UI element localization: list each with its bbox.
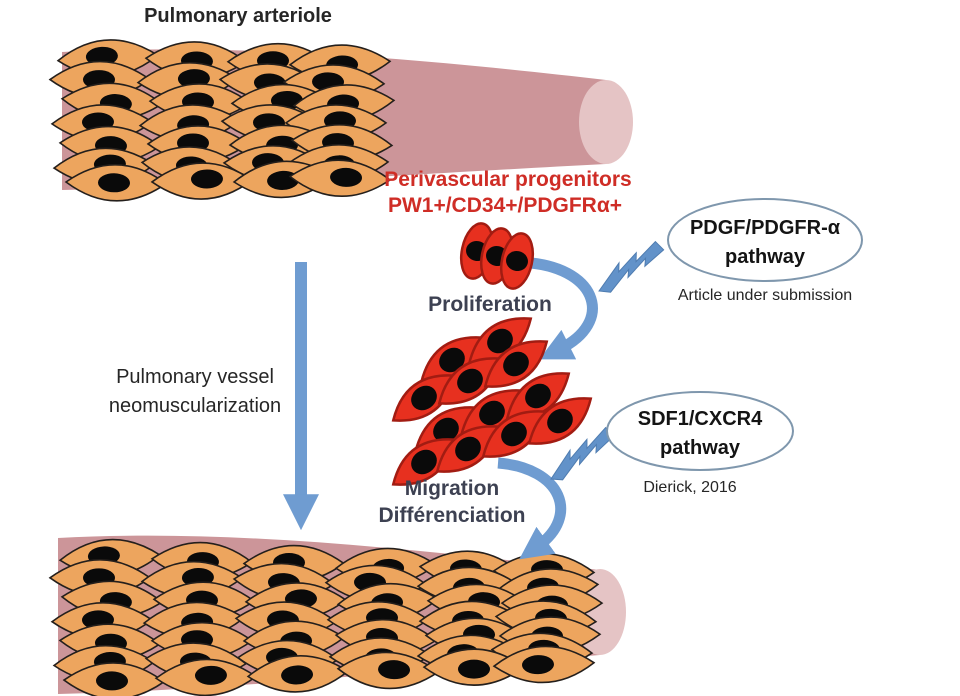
progenitor-cell [499,232,535,290]
top-vessel [48,39,633,202]
progenitor-cell [437,357,503,405]
neomuscularization-label-line1: Pulmonary vessel [116,366,274,388]
cell-nucleus [501,421,527,447]
muscle-cell [492,645,596,684]
cell-nucleus [487,328,513,354]
sdf1-pathway-line2: pathway [660,437,741,459]
sdf1-reference: Dierick, 2016 [643,479,736,496]
proliferation-curved-arrow [530,257,598,360]
progenitor-cell [435,425,501,473]
differentiation-label: Différenciation [378,504,525,527]
progenitor-cells-cluster [391,317,593,486]
progenitor-cell [483,340,549,388]
bottom-vessel [48,535,626,696]
progenitors-label-line1: Perivascular progenitors [384,168,631,191]
cell-nucleus [330,167,363,187]
progenitor-cell [505,372,571,420]
progenitors-label-line2: PW1+/CD34+/PDGFRα+ [388,194,622,217]
cell-nucleus [439,347,465,373]
bottom-vessel-muscle-cells [48,538,604,696]
top-vessel-title: Pulmonary arteriole [144,5,332,27]
neomuscularization-label-line2: neomuscularization [109,395,281,417]
cell-nucleus [378,660,411,680]
cell-nucleus [98,173,130,193]
cell-nucleus [281,665,314,685]
progenitor-cell [527,397,593,445]
cell-nucleus [96,671,128,691]
cell-nucleus [455,436,481,462]
proliferation-label: Proliferation [428,293,552,316]
cell-nucleus [433,417,459,443]
cell-nucleus [547,408,573,434]
cell-nucleus [458,659,490,679]
sdf1-ellipse [606,391,794,471]
migration-curved-arrow [497,457,567,560]
cell-nucleus [411,449,437,475]
progenitor-cell [391,374,457,422]
pdgf-ellipse [667,198,863,282]
muscle-cell [150,162,254,200]
pdgf-reference: Article under submission [678,287,852,304]
top-vessel-muscle-cells [48,39,396,202]
progenitor-cells-small [459,222,535,290]
pdgf-pathway-line1: PDGF/PDGFR-α [690,217,841,239]
top-vessel-end-cap [579,80,633,164]
cell-nucleus [190,169,223,189]
muscle-cell [422,648,526,686]
muscle-cell [336,651,440,690]
cell-nucleus [457,368,483,394]
cell-nucleus [411,385,437,411]
muscle-cell [288,159,392,198]
cell-nucleus [479,400,505,426]
cell-nucleus [506,250,528,272]
lightning-bolt-pdgf-icon [598,240,665,293]
cell-nucleus [503,351,529,377]
muscle-cell [246,655,350,693]
pdgf-pathway-line2: pathway [725,246,806,268]
cell-nucleus [194,665,227,685]
pathway-bubble-pdgf: PDGF/PDGFR-α pathway Article under submi… [667,198,863,304]
cell-nucleus [522,655,554,675]
migration-label: Migration [405,477,500,500]
cell-nucleus [525,383,551,409]
pathway-bubble-sdf1: SDF1/CXCR4 pathway Dierick, 2016 [606,391,794,496]
sdf1-pathway-line1: SDF1/CXCR4 [638,408,763,430]
